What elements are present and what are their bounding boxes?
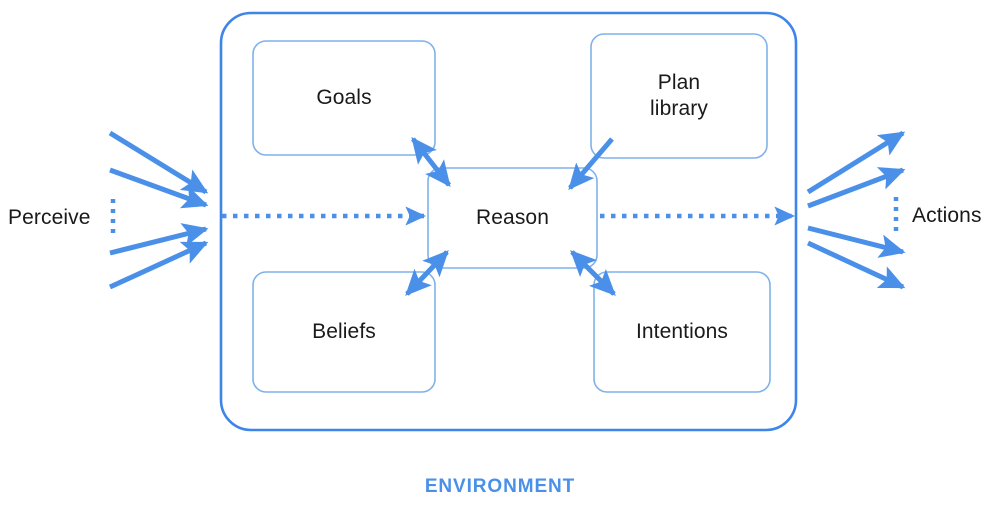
environment-caption: ENVIRONMENT [424,476,576,497]
plan-library-box-outline[interactable] [590,33,768,159]
perceive-arrow-4 [108,240,209,290]
goals-box-outline[interactable] [252,40,436,156]
reason-box-outline[interactable] [427,167,598,269]
perceive-arrow-3 [109,223,209,256]
perceive-arrow-1 [108,130,209,195]
intentions-reason-arrow [570,250,616,296]
agent-container-outline [219,11,798,432]
plan-library-reason-arrow [568,137,614,190]
perceive-arrow-2 [109,167,209,209]
actions-arrow-3 [807,225,906,258]
actions-arrow-2 [807,167,906,209]
perceive-label: Perceive [8,206,91,229]
beliefs-box-outline[interactable] [252,271,436,393]
actions-arrow-4 [806,240,906,290]
actions-arrow-group [806,130,906,290]
beliefs-reason-arrow [405,250,449,296]
actions-label: Actions [912,204,982,227]
actions-arrow-1 [806,130,906,195]
intentions-box-outline[interactable] [593,271,771,393]
goals-reason-arrow [411,136,451,188]
perceive-arrow-group [108,130,209,290]
